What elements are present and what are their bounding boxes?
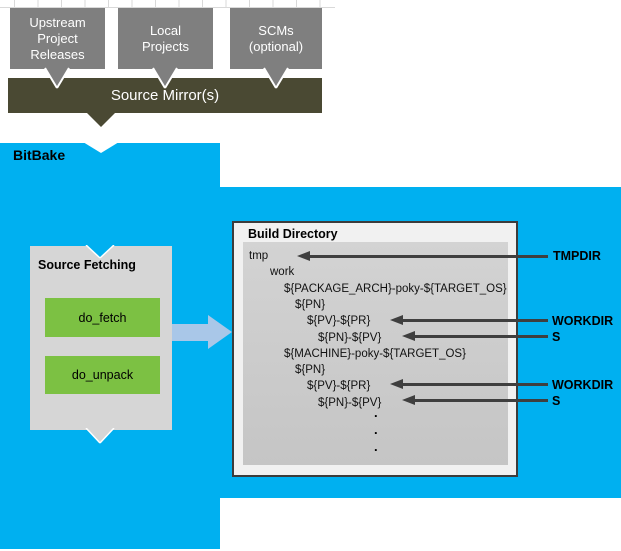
pointer-down-icon bbox=[85, 245, 115, 259]
tmpdir-arrow-head-icon bbox=[297, 251, 310, 261]
do-fetch-box: do_fetch bbox=[45, 298, 160, 337]
tree-item-package-arch: ${PACKAGE_ARCH}-poky-${TARGET_OS} bbox=[284, 283, 507, 295]
tree-item-pn-pv-1: ${PN}-${PV} bbox=[318, 332, 382, 344]
flow-arrow-body bbox=[172, 324, 208, 341]
source-fetching-title: Source Fetching bbox=[38, 258, 136, 272]
local-projects-label: Local Projects bbox=[142, 22, 189, 54]
scms-box: SCMs (optional) bbox=[230, 8, 322, 69]
build-directory-title: Build Directory bbox=[248, 227, 338, 241]
bitbake-top-notch bbox=[83, 142, 119, 153]
flow-arrow-right-icon bbox=[208, 315, 232, 349]
s-label-2: S bbox=[552, 394, 561, 408]
local-projects-box: Local Projects bbox=[118, 8, 213, 69]
tree-ellipsis-dot: . bbox=[374, 439, 378, 454]
source-mirrors-label: Source Mirror(s) bbox=[110, 87, 220, 104]
pointer-down-icon bbox=[44, 67, 70, 89]
source-fetching-panel bbox=[30, 246, 172, 430]
do-fetch-label: do_fetch bbox=[78, 310, 127, 325]
pointer-down-icon bbox=[263, 67, 289, 89]
tree-item-pn-2: ${PN} bbox=[295, 364, 326, 376]
s-arrow-1 bbox=[413, 335, 548, 338]
grid-ruler-ticks bbox=[14, 0, 331, 7]
grid-ruler-line bbox=[0, 7, 335, 8]
s-arrow-head-icon bbox=[402, 331, 415, 341]
pointer-down-icon bbox=[152, 67, 178, 89]
tree-item-machine: ${MACHINE}-poky-${TARGET_OS} bbox=[284, 348, 466, 360]
pointer-down-icon bbox=[85, 428, 115, 444]
workdir-arrow-1 bbox=[401, 319, 548, 322]
workdir-arrow-2 bbox=[401, 383, 548, 386]
tree-item-pv-pr-1: ${PV}-${PR} bbox=[307, 315, 371, 327]
s-arrow-2 bbox=[413, 399, 548, 402]
upstream-releases-label: Upstream Project Releases bbox=[29, 14, 86, 62]
directory-tree-panel bbox=[243, 242, 508, 465]
bitbake-label: BitBake bbox=[13, 147, 66, 163]
workdir-arrow-head-icon bbox=[390, 315, 403, 325]
tree-item-pv-pr-2: ${PV}-${PR} bbox=[307, 380, 371, 392]
workdir-label-1: WORKDIR bbox=[552, 314, 614, 328]
do-unpack-box: do_unpack bbox=[45, 356, 160, 394]
tmpdir-arrow bbox=[308, 255, 548, 258]
upstream-releases-box: Upstream Project Releases bbox=[10, 8, 105, 69]
s-arrow-head-icon bbox=[402, 395, 415, 405]
workdir-arrow-head-icon bbox=[390, 379, 403, 389]
workdir-label-2: WORKDIR bbox=[552, 378, 614, 392]
do-unpack-label: do_unpack bbox=[71, 368, 134, 382]
tmpdir-label: TMPDIR bbox=[553, 249, 601, 263]
tree-item-pn-pv-2: ${PN}-${PV} bbox=[318, 397, 382, 409]
pointer-down-icon bbox=[85, 111, 117, 127]
scms-label: SCMs (optional) bbox=[248, 22, 304, 54]
tree-item-tmp: tmp bbox=[249, 250, 269, 262]
tree-ellipsis-dot: . bbox=[374, 422, 378, 437]
tree-item-work: work bbox=[270, 266, 295, 278]
s-label-1: S bbox=[552, 330, 561, 344]
tree-item-pn-1: ${PN} bbox=[295, 299, 326, 311]
tree-ellipsis-dot: . bbox=[374, 405, 378, 420]
